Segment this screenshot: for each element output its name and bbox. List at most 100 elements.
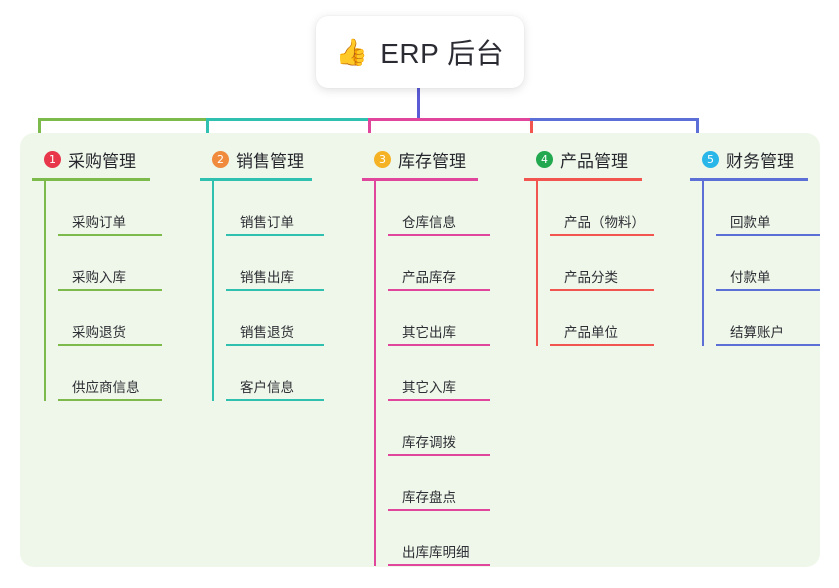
menu-item-label: 库存盘点 <box>402 490 456 505</box>
menu-item-label: 库存调拨 <box>402 435 456 450</box>
menu-item[interactable]: 产品分类 <box>550 236 674 291</box>
root-node-title: ERP 后台 <box>380 38 505 69</box>
menu-item-underline <box>388 454 490 456</box>
menu-item[interactable]: 库存调拨 <box>388 401 502 456</box>
category-header-3[interactable]: 3 库存管理 <box>362 146 502 172</box>
menu-item[interactable]: 产品库存 <box>388 236 502 291</box>
menu-item-label: 产品库存 <box>402 270 456 285</box>
diagram-panel <box>20 133 820 567</box>
menu-item-label: 客户信息 <box>240 380 294 395</box>
drop-line-3 <box>368 118 371 146</box>
menu-item-label: 产品单位 <box>564 325 618 340</box>
menu-item-underline <box>388 564 490 566</box>
menu-item-label: 销售出库 <box>240 270 294 285</box>
category-title-5: 财务管理 <box>726 151 794 171</box>
menu-item[interactable]: 其它入库 <box>388 346 502 401</box>
menu-item[interactable]: 仓库信息 <box>388 181 502 236</box>
menu-item[interactable]: 采购退货 <box>58 291 182 346</box>
branch-spine-2 <box>212 181 214 401</box>
menu-item-label: 销售订单 <box>240 215 294 230</box>
category-underline-1 <box>32 178 150 181</box>
category-badge-3: 3 <box>374 150 391 168</box>
menu-item[interactable]: 付款单 <box>716 236 820 291</box>
category-title-3: 库存管理 <box>398 151 466 171</box>
menu-item[interactable]: 销售出库 <box>226 236 340 291</box>
menu-item-label: 付款单 <box>730 270 771 285</box>
category-items-1: 采购订单采购入库采购退货供应商信息 <box>32 181 182 401</box>
menu-item-underline <box>550 234 654 236</box>
menu-item-underline <box>58 399 162 401</box>
category-title-4: 产品管理 <box>560 151 628 171</box>
category-items-3: 仓库信息产品库存其它出库其它入库库存调拨库存盘点出库库明细 <box>362 181 502 566</box>
menu-item-underline <box>716 234 820 236</box>
menu-item[interactable]: 其它出库 <box>388 291 502 346</box>
category-items-4: 产品（物料） 产品分类产品单位 <box>524 181 674 346</box>
category-underline-3 <box>362 178 478 181</box>
branch-spine-3 <box>374 181 376 566</box>
menu-item-underline <box>226 344 324 346</box>
category-column-3[interactable]: 3 库存管理仓库信息产品库存其它出库其它入库库存调拨库存盘点出库库明细 <box>362 146 502 566</box>
drop-line-2 <box>206 118 209 146</box>
bus-segment-2 <box>206 118 371 121</box>
bus-segment-5 <box>530 118 699 121</box>
category-badge-1: 1 <box>44 150 61 168</box>
menu-item-underline <box>226 234 324 236</box>
menu-item-underline <box>58 234 162 236</box>
menu-item-label: 产品分类 <box>564 270 618 285</box>
branch-spine-5 <box>702 181 704 346</box>
menu-item-underline <box>388 234 490 236</box>
category-header-5[interactable]: 5 财务管理 <box>690 146 820 172</box>
category-underline-2 <box>200 178 312 181</box>
category-badge-4: 4 <box>536 150 553 168</box>
drop-line-5 <box>696 118 699 146</box>
menu-item[interactable]: 回款单 <box>716 181 820 236</box>
menu-item[interactable]: 库存盘点 <box>388 456 502 511</box>
menu-item[interactable]: 销售退货 <box>226 291 340 346</box>
branch-spine-4 <box>536 181 538 346</box>
menu-item[interactable]: 出库库明细 <box>388 511 502 566</box>
category-badge-2: 2 <box>212 150 229 168</box>
menu-item[interactable]: 采购入库 <box>58 236 182 291</box>
category-badge-5: 5 <box>702 150 719 168</box>
root-node-card[interactable]: 👍 ERP 后台 <box>316 16 524 88</box>
bus-segment-3 <box>368 118 533 121</box>
category-underline-5 <box>690 178 808 181</box>
menu-item-underline <box>716 344 820 346</box>
menu-item-underline <box>58 344 162 346</box>
menu-item[interactable]: 客户信息 <box>226 346 340 401</box>
category-underline-4 <box>524 178 642 181</box>
menu-item-underline <box>716 289 820 291</box>
menu-item[interactable]: 产品（物料） <box>550 181 674 236</box>
menu-item-underline <box>58 289 162 291</box>
drop-line-1 <box>38 118 41 146</box>
category-header-4[interactable]: 4 产品管理 <box>524 146 674 172</box>
menu-item-underline <box>388 344 490 346</box>
menu-item-underline <box>388 509 490 511</box>
menu-item-underline <box>388 399 490 401</box>
menu-item[interactable]: 供应商信息 <box>58 346 182 401</box>
menu-item-underline <box>226 399 324 401</box>
category-column-5[interactable]: 5 财务管理回款单付款单结算账户 <box>690 146 820 346</box>
menu-item-label: 回款单 <box>730 215 771 230</box>
branch-spine-1 <box>44 181 46 401</box>
menu-item[interactable]: 销售订单 <box>226 181 340 236</box>
menu-item-label: 产品（物料） <box>564 215 645 230</box>
menu-item[interactable]: 产品单位 <box>550 291 674 346</box>
menu-item-label: 采购退货 <box>72 325 126 340</box>
menu-item-underline <box>550 344 654 346</box>
menu-item-label: 销售退货 <box>240 325 294 340</box>
menu-item-underline <box>550 289 654 291</box>
thumbs-up-icon: 👍 <box>335 37 369 67</box>
menu-item[interactable]: 结算账户 <box>716 291 820 346</box>
menu-item-label: 采购入库 <box>72 270 126 285</box>
menu-item-label: 结算账户 <box>730 325 784 340</box>
menu-item[interactable]: 采购订单 <box>58 181 182 236</box>
category-column-4[interactable]: 4 产品管理产品（物料） 产品分类产品单位 <box>524 146 674 346</box>
menu-item-label: 供应商信息 <box>72 380 140 395</box>
menu-item-underline <box>226 289 324 291</box>
